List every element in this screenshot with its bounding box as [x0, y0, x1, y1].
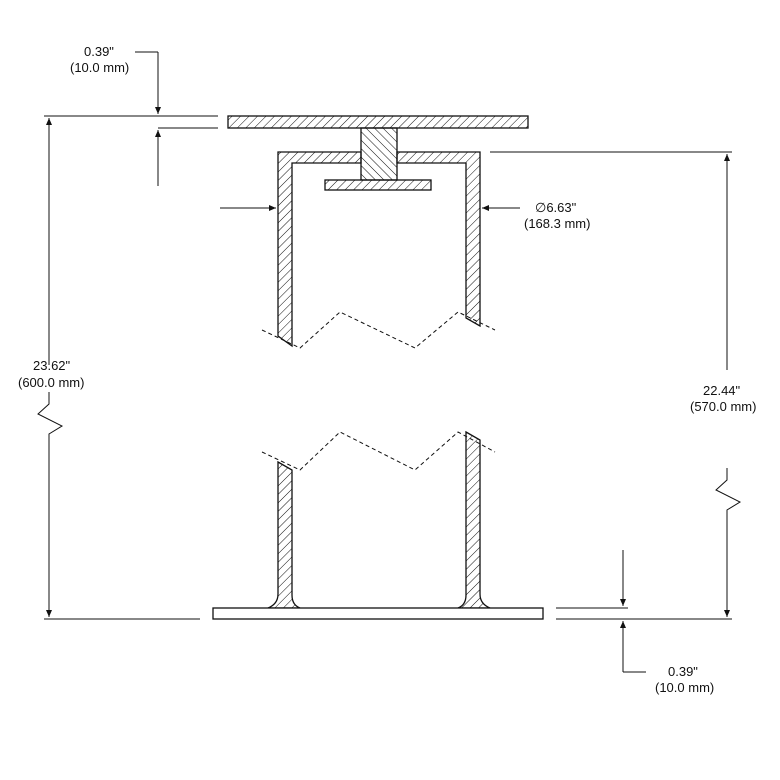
- pipe-top-lip-left: [277, 151, 362, 348]
- dim-top-plate-thickness: 0.39" (10.0 mm): [70, 44, 218, 186]
- inner-flange-plate: [324, 179, 432, 191]
- pipe-height-mm: (570.0 mm): [690, 399, 756, 414]
- dim-pipe-height: 22.44" (570.0 mm): [490, 151, 756, 620]
- dim-pipe-diameter: ∅6.63" (168.3 mm): [220, 200, 590, 231]
- base-plate-thickness-mm: (10.0 mm): [655, 680, 714, 695]
- overall-height-mm: (600.0 mm): [18, 375, 84, 390]
- base-plate: [212, 607, 544, 620]
- top-cap-plate: [227, 115, 529, 129]
- pipe-diameter-mm: (168.3 mm): [524, 216, 590, 231]
- upper-break-line: [261, 311, 496, 349]
- lower-break-line: [261, 431, 496, 471]
- top-plate-thickness-inch: 0.39": [84, 44, 114, 59]
- top-plate-thickness-mm: (10.0 mm): [70, 60, 129, 75]
- pipe-top-lip-right: [396, 151, 481, 328]
- pipe-diameter-inch: ∅6.63": [535, 200, 577, 215]
- dim-base-plate-thickness: 0.39" (10.0 mm): [556, 550, 714, 695]
- pipe-bottom-right-wall: [457, 430, 491, 609]
- center-stem: [360, 127, 398, 181]
- pipe-height-inch: 22.44": [703, 383, 741, 398]
- overall-height-inch: 23.62": [33, 358, 71, 373]
- base-plate-thickness-inch: 0.39": [668, 664, 698, 679]
- dim-overall-height: 23.62" (600.0 mm): [18, 115, 200, 620]
- pipe-bottom-left-wall: [267, 460, 301, 609]
